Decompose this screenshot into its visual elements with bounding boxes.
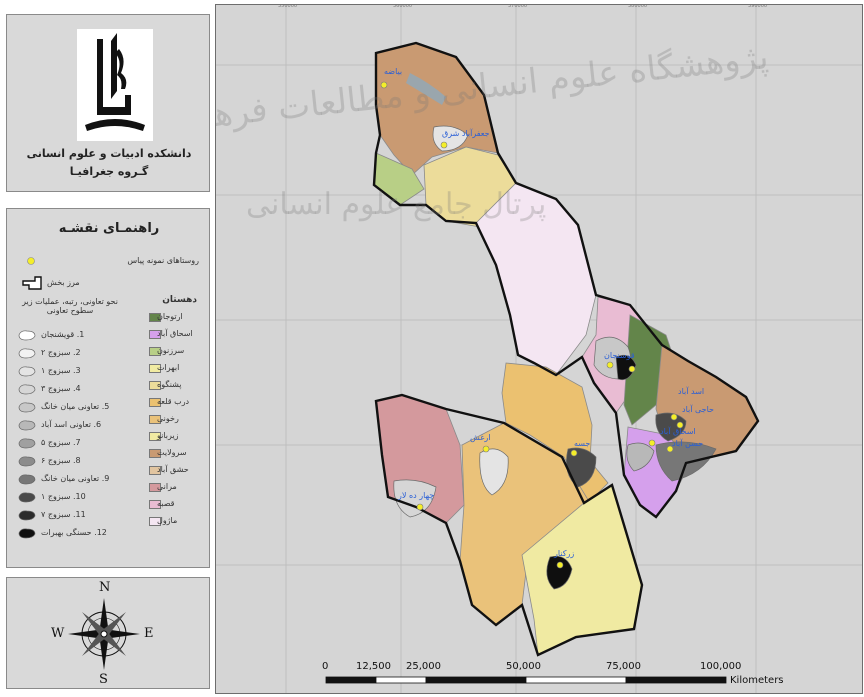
dehestan-label-text: زیربانو [157, 431, 179, 440]
cluster-swatch [18, 366, 36, 377]
cluster-swatch [18, 330, 36, 341]
cluster-swatch [18, 510, 36, 521]
dehestan-label-text: درب قلعه [157, 397, 190, 406]
scale-label: 50,000 [506, 661, 541, 672]
dehestan-swatch [149, 483, 161, 492]
tick-label: 390000 [748, 4, 768, 9]
watermark-subtext: پرتال جامع علوم انسانی [246, 187, 547, 222]
cluster-swatch [18, 384, 36, 395]
place-label: حسن آباد [672, 439, 704, 448]
legend-dehestan-header: دهستان [162, 295, 197, 305]
dehestan-swatch [149, 466, 161, 475]
place-label: اسحاق آباد [660, 427, 696, 436]
cluster-label: 9. تعاونی میان خانگ [41, 474, 110, 483]
cluster-swatch [18, 420, 36, 431]
compass-w: W [51, 626, 65, 641]
dehestan-swatch [149, 347, 161, 356]
compass-panel: N S E W [6, 577, 210, 689]
cluster-label: 8. سبزوج ۶ [41, 456, 81, 465]
dehestan-swatch [149, 500, 161, 509]
compass-s: S [99, 672, 108, 687]
dehestan-label-text: رخونی [157, 414, 179, 423]
dehestan-label-text: پشنگوه [157, 380, 182, 389]
cluster-label: 3. سبزوج ۱ [41, 366, 81, 375]
cluster-label: 2. سبزوج ۲ [41, 348, 81, 357]
dehestan-swatch [149, 313, 161, 322]
cluster-label: 11. سبزوج ۷ [41, 510, 86, 519]
cluster-label: 12. حسنگی بهبرات [41, 528, 107, 537]
tick-label: 350000 [278, 4, 298, 9]
cluster-label: 4. سبزوج ۳ [41, 384, 81, 393]
university-logo [77, 29, 153, 141]
legend-cluster-header: نحو تعاونی، رتبه، عملیات زیر سطوح تعاونی [22, 297, 118, 315]
dehestan-swatch [149, 364, 161, 373]
place-label: اسد آباد [678, 387, 705, 396]
dehestan-label-text: حشق آباد [157, 465, 189, 474]
dehestan-label-text: ارتوجان [157, 312, 183, 321]
dehestan-swatch [149, 517, 161, 526]
compass-e: E [144, 626, 154, 641]
place-label: ارغش [470, 433, 491, 442]
scale-bar [325, 676, 727, 684]
dehestan-swatch [149, 432, 161, 441]
compass-rose-icon [68, 598, 140, 670]
district-boundary-south [374, 393, 644, 657]
legend-boundary-label: مرز بخش [47, 278, 80, 287]
tick-label: 380000 [628, 4, 648, 9]
faculty-name: دانشکده ادبیات و علوم انسانی [26, 147, 192, 160]
dehestan-label-text: مرانی [157, 482, 177, 491]
map-area[interactable]: پژوهشگاه علوم انسانی و مطالعات فرهنگی پر… [215, 4, 863, 694]
dehestan-label-text: ماژول [157, 516, 178, 525]
scale-label: 12,500 [356, 661, 391, 672]
place-label: بیاضه [384, 67, 403, 76]
compass-n: N [99, 580, 111, 595]
legend-panel: راهنمـای نقشـه روستاهای نمونه پیاس مرز ب… [6, 208, 210, 568]
cluster-swatch [18, 348, 36, 359]
dehestan-label-text: سرولایت [157, 448, 187, 457]
cluster-label: 1. قویشنجان [41, 330, 85, 339]
place-label: چهار ده لار [398, 491, 435, 500]
cluster-swatch [18, 456, 36, 467]
place-label: حاجی آباد [682, 405, 714, 414]
dehestan-swatch [149, 449, 161, 458]
dehestan-label-text: سرزنون [157, 346, 185, 355]
dehestan-swatch [149, 415, 161, 424]
map-svg[interactable] [216, 5, 862, 693]
place-label: قوسنجان [604, 351, 635, 360]
dehestan-swatch [149, 398, 161, 407]
cluster-swatch [18, 492, 36, 503]
dehestan-label-text: ابهرات [157, 363, 180, 372]
dehestan-label-text: قصبه [157, 499, 175, 508]
dehestan-label-text: اسحاق آباد [157, 329, 193, 338]
cluster-label: 7. سبزوج ۵ [41, 438, 81, 447]
scale-unit: Kilometers [730, 675, 784, 686]
cluster-swatch [18, 402, 36, 413]
scale-label: 0 [322, 661, 329, 672]
cluster-swatch [18, 528, 36, 539]
cluster-label: 6. تعاونی اسد آباد [41, 420, 102, 429]
place-label: جعفرآباد شرق [442, 129, 490, 138]
place-label: جسه [574, 439, 591, 448]
place-label: زرکنار [554, 549, 575, 558]
dehestan-swatch [149, 330, 161, 339]
legend-title: راهنمـای نقشـه [58, 221, 160, 236]
legend-points-label: روستاهای نمونه پیاس [127, 256, 199, 265]
dehestan-swatch [149, 381, 161, 390]
cluster-label: 10. سبزوج ۱ [41, 492, 86, 501]
scale-label: 75,000 [606, 661, 641, 672]
department-name: گـروه جغرافیـا [69, 165, 149, 178]
tick-label: 360000 [393, 4, 413, 9]
cluster-swatch [18, 474, 36, 485]
scale-label: 100,000 [700, 661, 742, 672]
cluster-label: 5. تعاونی میان خانگ [41, 402, 110, 411]
tick-label: 370000 [508, 4, 528, 9]
cluster-swatch [18, 438, 36, 449]
scale-label: 25,000 [406, 661, 441, 672]
district-boundary-north [372, 41, 760, 519]
institution-panel: دانشکده ادبیات و علوم انسانی گـروه جغراف… [6, 14, 210, 192]
